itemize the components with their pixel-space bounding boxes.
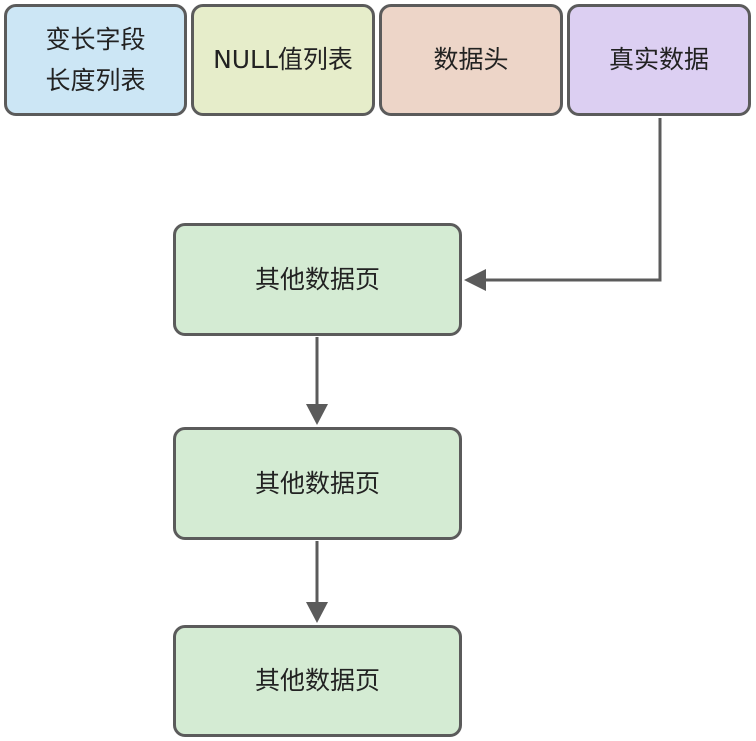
field-lengths-line1: 变长字段 xyxy=(45,24,146,54)
overflow-page-2: 其他数据页 xyxy=(173,427,462,540)
field-lengths-line2: 长度列表 xyxy=(45,66,146,95)
real-data-box: 真实数据 xyxy=(567,4,751,116)
page-2-to-page-3-arrowhead xyxy=(306,602,328,623)
record-header-label: 数据头 xyxy=(433,45,509,75)
record-header-box: 数据头 xyxy=(379,4,563,116)
null-list-box: NULL值列表 xyxy=(191,4,375,116)
field-lengths-box: 变长字段 长度列表 xyxy=(4,4,187,116)
overflow-page-2-label: 其他数据页 xyxy=(254,468,380,498)
field-lengths-text: 变长字段 长度列表 xyxy=(45,24,145,97)
overflow-page-3: 其他数据页 xyxy=(173,625,462,737)
real-data-label: 真实数据 xyxy=(608,45,709,75)
overflow-page-1: 其他数据页 xyxy=(173,223,462,336)
real-data-to-page-1-connector xyxy=(486,118,662,282)
null-list-label: NULL值列表 xyxy=(213,45,353,75)
page-1-to-page-2-arrowhead xyxy=(306,404,328,425)
overflow-page-1-label: 其他数据页 xyxy=(254,264,380,294)
overflow-page-3-label: 其他数据页 xyxy=(254,666,380,696)
real-data-to-page-1-arrowhead xyxy=(464,269,486,291)
